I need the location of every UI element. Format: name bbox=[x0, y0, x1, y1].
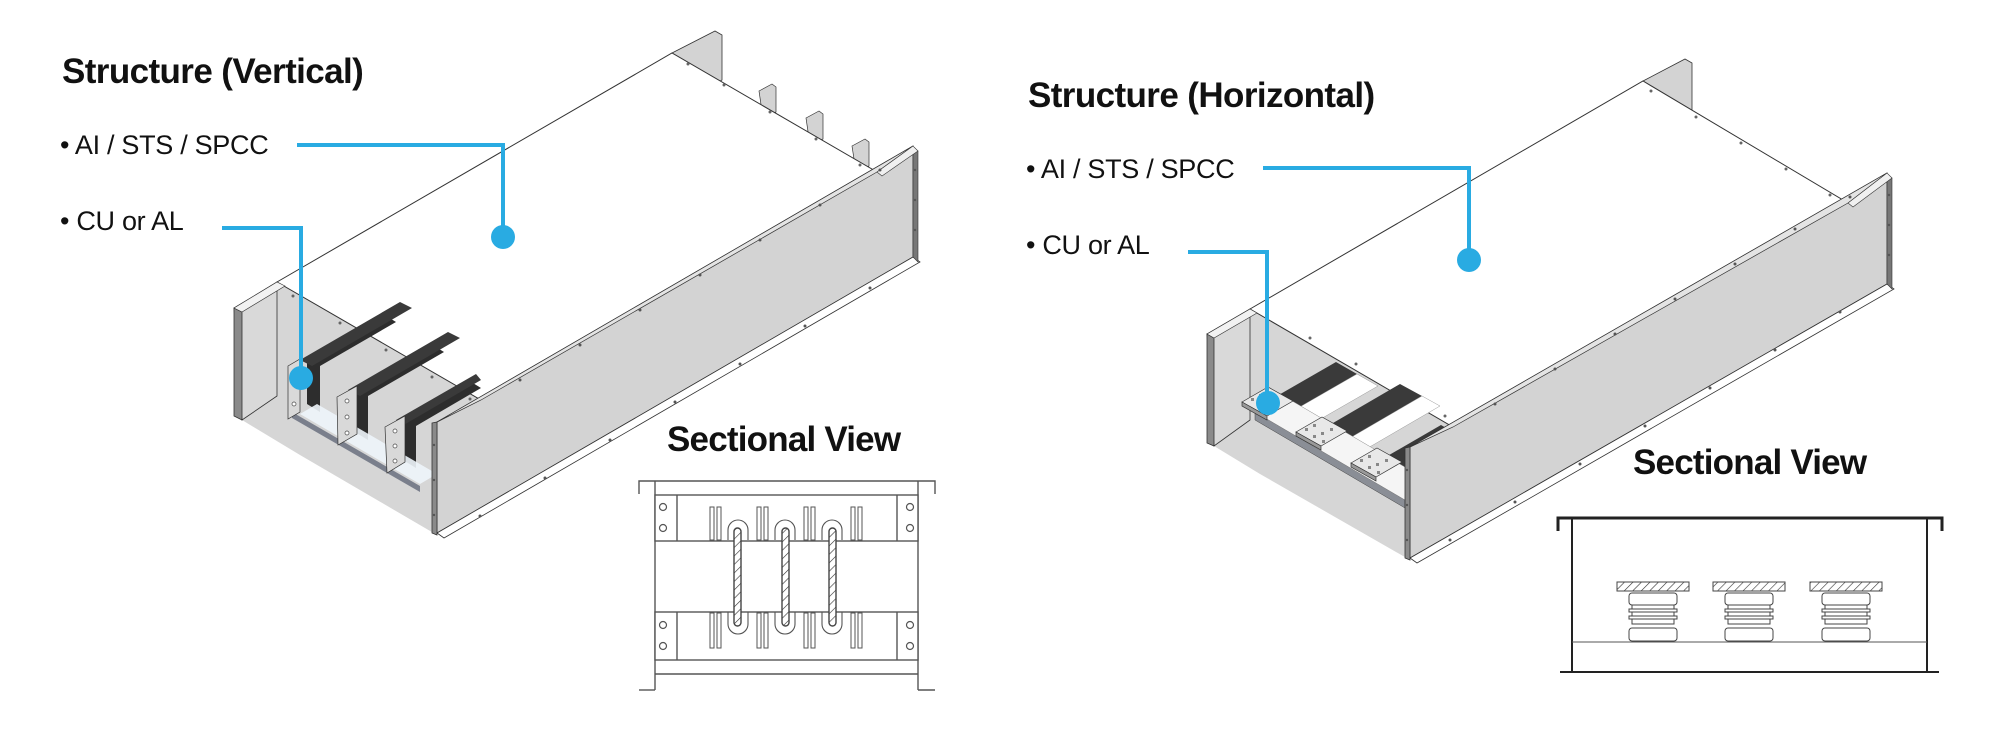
busbar-terminal-plates bbox=[1241, 386, 1403, 482]
callout-label-housing-horizontal: • AI / STS / SPCC bbox=[1026, 154, 1235, 184]
callout-label-housing-vertical: • AI / STS / SPCC bbox=[60, 130, 269, 160]
horizontal-sectional-view bbox=[1556, 516, 1944, 673]
callout-label-busbar-vertical: • CU or AL bbox=[60, 206, 184, 236]
callout-dot-housing-vertical bbox=[491, 225, 515, 249]
busbar-terminal-plates bbox=[287, 358, 406, 474]
callout-dot-housing-horizontal bbox=[1457, 248, 1481, 272]
vertical-busway-housing bbox=[233, 30, 921, 539]
panel-title-vertical: Structure (Vertical) bbox=[62, 52, 364, 91]
panel-title-horizontal: Structure (Horizontal) bbox=[1028, 76, 1375, 115]
horizontal-callout-leaders bbox=[1188, 166, 1471, 403]
callout-dot-busbar-vertical bbox=[289, 366, 313, 390]
callout-dot-busbar-horizontal bbox=[1256, 391, 1280, 415]
vertical-callout-leaders bbox=[222, 143, 505, 378]
callout-label-busbar-horizontal: • CU or AL bbox=[1026, 230, 1150, 260]
sectional-view-title-vertical: Sectional View bbox=[667, 420, 901, 459]
vertical-sectional-view bbox=[638, 480, 936, 691]
horizontal-busway-housing bbox=[1206, 58, 1895, 564]
sectional-view-title-horizontal: Sectional View bbox=[1633, 443, 1867, 482]
